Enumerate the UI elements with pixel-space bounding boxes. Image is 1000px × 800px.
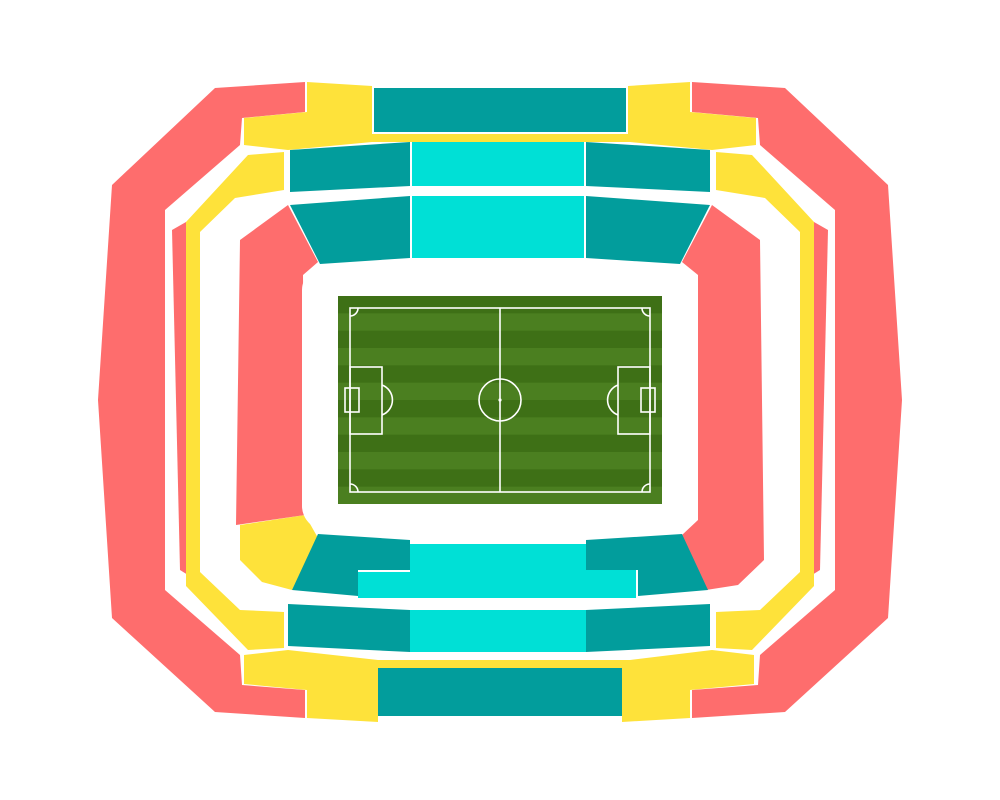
left-penalty-box bbox=[349, 366, 383, 435]
section-bottom-lower-center[interactable] bbox=[358, 544, 636, 598]
section-lower-right-stand[interactable] bbox=[682, 205, 764, 590]
left-goal-box bbox=[344, 387, 360, 413]
section-top-middle-left[interactable] bbox=[290, 142, 410, 192]
section-bottom-middle-left[interactable] bbox=[288, 604, 410, 652]
section-bottom-lower-left[interactable] bbox=[292, 534, 410, 596]
section-top-middle-center[interactable] bbox=[412, 142, 584, 186]
section-bottom-middle-right[interactable] bbox=[586, 604, 710, 652]
field-area bbox=[302, 266, 696, 530]
right-penalty-box bbox=[617, 366, 651, 435]
right-goal-box bbox=[640, 387, 656, 413]
left-penalty-arc bbox=[381, 384, 394, 416]
section-bottom-upper-teal[interactable] bbox=[378, 668, 622, 716]
corner-arc-top-right bbox=[641, 307, 651, 317]
pitch-markings bbox=[344, 307, 656, 493]
middle-ring bbox=[186, 82, 814, 722]
end-stands bbox=[288, 88, 710, 716]
corner-arc-bottom-right bbox=[641, 483, 651, 493]
section-top-middle-right[interactable] bbox=[586, 142, 710, 192]
section-bottom-middle-center[interactable] bbox=[410, 610, 586, 652]
section-top-upper-teal[interactable] bbox=[374, 88, 626, 132]
center-spot bbox=[498, 398, 502, 402]
section-lower-left-stand[interactable] bbox=[236, 205, 318, 525]
corner-arc-top-left bbox=[349, 307, 359, 317]
pitch-stripe bbox=[338, 486, 662, 504]
section-outer-coral-ring[interactable] bbox=[98, 82, 902, 718]
section-yellow-corner-bottom-left[interactable] bbox=[240, 515, 318, 590]
section-top-yellow-band[interactable] bbox=[244, 82, 756, 150]
center-circle bbox=[478, 378, 522, 422]
lower-side-stands bbox=[236, 205, 764, 590]
pitch bbox=[338, 296, 662, 504]
section-top-lower-right[interactable] bbox=[586, 196, 710, 264]
section-bottom-lower-right[interactable] bbox=[586, 534, 708, 596]
right-penalty-arc bbox=[606, 384, 619, 416]
section-top-lower-center[interactable] bbox=[412, 196, 584, 258]
section-top-lower-left[interactable] bbox=[290, 196, 410, 264]
corner-arc-bottom-left bbox=[349, 483, 359, 493]
section-bottom-yellow-band[interactable] bbox=[244, 650, 754, 722]
